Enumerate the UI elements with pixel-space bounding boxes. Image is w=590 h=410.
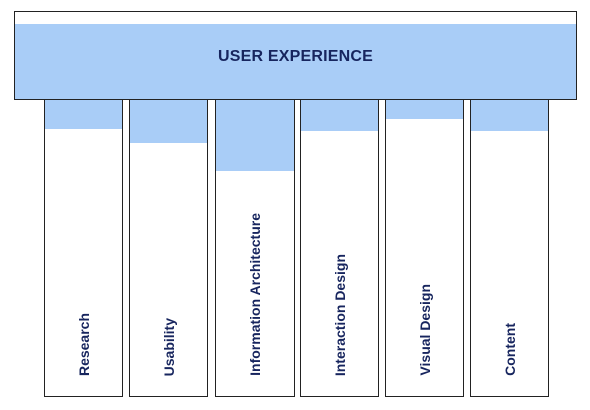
pillar-information-architecture: Information Architecture (215, 100, 295, 397)
pillar-research: Research (44, 100, 123, 397)
pillar-label: Interaction Design (331, 253, 348, 376)
pillar-label: Information Architecture (247, 213, 263, 376)
header-title: USER EXPERIENCE (217, 48, 374, 65)
pillar-fill (471, 100, 548, 131)
pillar-fill (301, 100, 378, 131)
pillar-fill (216, 100, 294, 171)
header-fill (15, 24, 576, 99)
header-box: USER EXPERIENCE (14, 11, 577, 100)
pillar-content: Content (470, 100, 549, 397)
pillar-fill (45, 100, 122, 129)
pillar-interaction-design: Interaction Design (300, 100, 379, 397)
pillar-label: Content (501, 323, 518, 376)
pillar-label: Research (75, 312, 92, 376)
pillar-fill (130, 100, 207, 143)
pillar-label: Visual Design (416, 284, 433, 376)
pillar-label: Usability (160, 317, 177, 376)
pillar-usability: Usability (129, 100, 208, 397)
pillar-fill (386, 100, 463, 119)
pillar-visual-design: Visual Design (385, 100, 464, 397)
